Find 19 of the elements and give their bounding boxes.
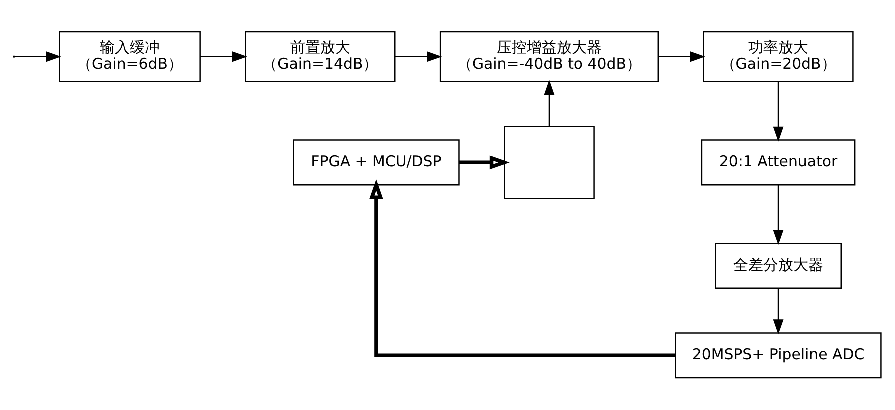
arrow <box>395 52 442 62</box>
node-box <box>504 126 595 200</box>
node-box: 输入缓冲 （Gain=6dB） <box>59 31 201 82</box>
arrow <box>773 288 784 335</box>
node-box: 功率放大 （Gain=20dB） <box>703 31 854 82</box>
arrow <box>658 52 706 62</box>
arrow <box>369 180 676 358</box>
node-box: 压控增益放大器 （Gain=-40dB to 40dB） <box>440 31 660 82</box>
node-box: 20:1 Attenuator <box>701 140 856 186</box>
node-box: 全差分放大器 <box>715 242 842 290</box>
arrow <box>544 80 555 126</box>
arrow <box>773 82 784 142</box>
arrow <box>773 185 784 246</box>
arrow <box>459 156 510 170</box>
node-box: 20MSPS+ Pipeline ADC <box>675 332 882 379</box>
arrow <box>14 52 62 62</box>
arrow <box>200 52 248 62</box>
node-box: 前置放大 （Gain=14dB） <box>245 31 396 82</box>
node-box: FPGA + MCU/DSP <box>293 140 460 186</box>
